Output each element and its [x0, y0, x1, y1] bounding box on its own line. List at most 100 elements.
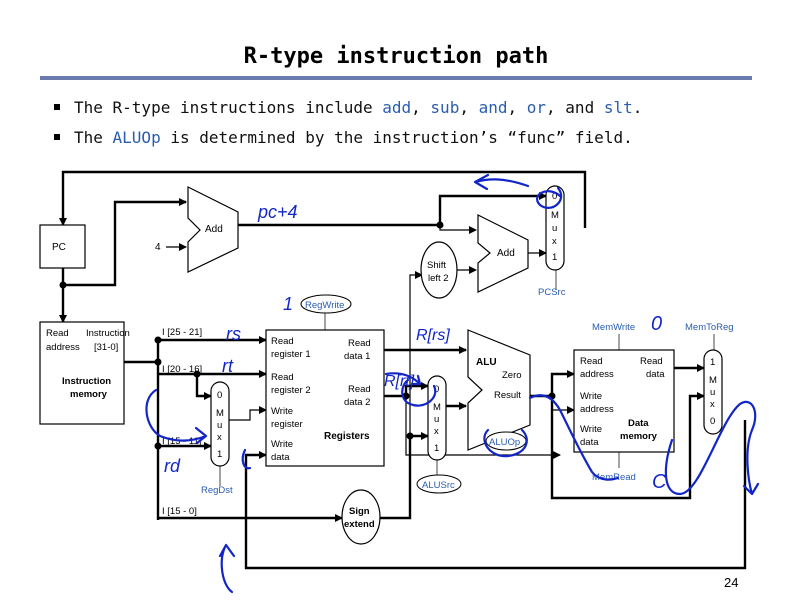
aluop-label: ALUOp	[489, 437, 520, 448]
reg-readdata1-b: data 1	[344, 351, 370, 362]
imem-title-1: Instruction	[62, 376, 111, 387]
circle-aluop	[483, 428, 528, 458]
annotation-text: pc+4 rs rt rd R[rs] R[rt] 1 0 C	[164, 202, 667, 493]
dmem-read: Read	[580, 356, 603, 367]
mux-pc-u: u	[552, 223, 557, 234]
keyword-add: add	[382, 98, 412, 117]
mux-mem-x: x	[710, 399, 715, 410]
dmem-wrdata: data	[580, 437, 599, 448]
memread-label: MemRead	[592, 472, 636, 483]
mux-alu-0: 0	[434, 384, 439, 395]
page-number: 24	[724, 575, 739, 590]
shift-label-1: Shift	[427, 260, 446, 271]
add1-label: Add	[205, 224, 223, 235]
dmem-address: address	[580, 369, 614, 380]
mux-dst-m: M	[216, 408, 224, 419]
sign-extend	[341, 489, 381, 545]
reg-register2: register 2	[271, 385, 311, 396]
bullet-rtype-list: The R-type instructions include add, sub…	[54, 98, 642, 117]
wire-rd2-mux	[384, 382, 429, 398]
wire-pc-feedback	[59, 170, 587, 228]
note-Rrt: R[rt]	[384, 373, 415, 390]
separator: ,	[507, 98, 527, 117]
mux-dst-0: 0	[217, 390, 222, 401]
reg-read2: Read	[271, 372, 294, 383]
pc-label: PC	[52, 242, 66, 253]
regdst-mux	[210, 381, 230, 467]
reg-write2: Write	[271, 439, 293, 450]
note-zero: 0	[651, 313, 662, 335]
sign-label-2: extend	[344, 519, 375, 530]
mux-mem-0: 0	[710, 416, 715, 427]
imem-bits: [31-0]	[94, 342, 118, 353]
note-rs: rs	[226, 324, 241, 344]
mux-pc-0: 0	[552, 191, 557, 202]
keyword-sub: sub	[430, 98, 460, 117]
separator: .	[632, 98, 643, 117]
alusrc-label: ALUSrc	[422, 480, 455, 491]
pc-register	[39, 224, 86, 269]
mux-alu-u: u	[434, 414, 439, 425]
regwrite-signal	[300, 294, 352, 314]
arrow-rt-mux	[384, 372, 422, 386]
reg-writereg: register	[271, 419, 303, 430]
register-file	[265, 329, 385, 467]
wire-pc4-mux	[238, 192, 547, 227]
reg-write: Write	[271, 406, 293, 417]
bullet-aluop: The ALUOp is determined by the instructi…	[54, 128, 633, 147]
reg-readdata1-a: Read	[348, 338, 371, 349]
separator: , and	[546, 98, 604, 117]
alusrc-mux	[427, 375, 447, 461]
imem-instruction: Instruction	[86, 328, 130, 339]
memtoreg-label: MemToReg	[685, 322, 734, 333]
note-c: C	[652, 471, 667, 493]
reg-readdata2-b: data 2	[344, 397, 370, 408]
imem-title-2: memory	[70, 389, 108, 400]
keyword-slt: slt	[603, 98, 633, 117]
alusrc-signal	[416, 474, 462, 494]
mux-pc-x: x	[552, 236, 557, 247]
regdst-label: RegDst	[201, 485, 233, 496]
keyword-or: or	[526, 98, 547, 117]
note-rt: rt	[222, 356, 234, 376]
circle-alumux	[401, 378, 437, 407]
reg-read: Read	[271, 336, 294, 347]
wire-pc-add	[63, 198, 187, 287]
bullet-text: The	[74, 128, 113, 147]
bullet-marker	[54, 133, 60, 140]
path-result-mem	[528, 394, 620, 481]
field-rt: I [20 - 16]	[162, 364, 202, 375]
arrow-rd-path	[145, 388, 208, 445]
alu-zero: Zero	[502, 370, 522, 381]
dmem-data: data	[646, 369, 665, 380]
bullet-marker	[54, 103, 60, 110]
mux-mem-m: M	[709, 375, 717, 386]
alu-result: Result	[494, 390, 521, 401]
separator: ,	[411, 98, 431, 117]
dmem-title-2: memory	[620, 431, 658, 442]
note-Rrs: R[rs]	[416, 327, 450, 344]
dmem-write2: Write	[580, 424, 602, 435]
arrow-bottom-left	[218, 543, 236, 594]
wire-pc4-add2	[439, 225, 477, 234]
path-writeback	[664, 400, 760, 496]
wire-sign-mux	[380, 432, 429, 520]
alu	[467, 329, 531, 451]
tick-writedata	[241, 448, 252, 470]
branch-adder	[477, 214, 529, 293]
imem-read: Read	[46, 328, 69, 339]
pc-adder	[187, 186, 239, 273]
annotation-strokes	[145, 173, 760, 594]
mux-dst-u: u	[217, 420, 222, 431]
mux-dst-x: x	[217, 432, 222, 443]
title-underline	[40, 76, 752, 80]
sign-label-1: Sign	[349, 506, 370, 517]
field-imm: I [15 - 0]	[162, 506, 197, 517]
four-constant: 4	[155, 242, 161, 253]
slide-title: R-type instruction path	[243, 44, 549, 69]
dmem-read2: Read	[640, 356, 663, 367]
dmem-write: Write	[580, 391, 602, 402]
shift-label-2: left 2	[428, 273, 449, 284]
circle-pc-mux	[536, 186, 563, 209]
